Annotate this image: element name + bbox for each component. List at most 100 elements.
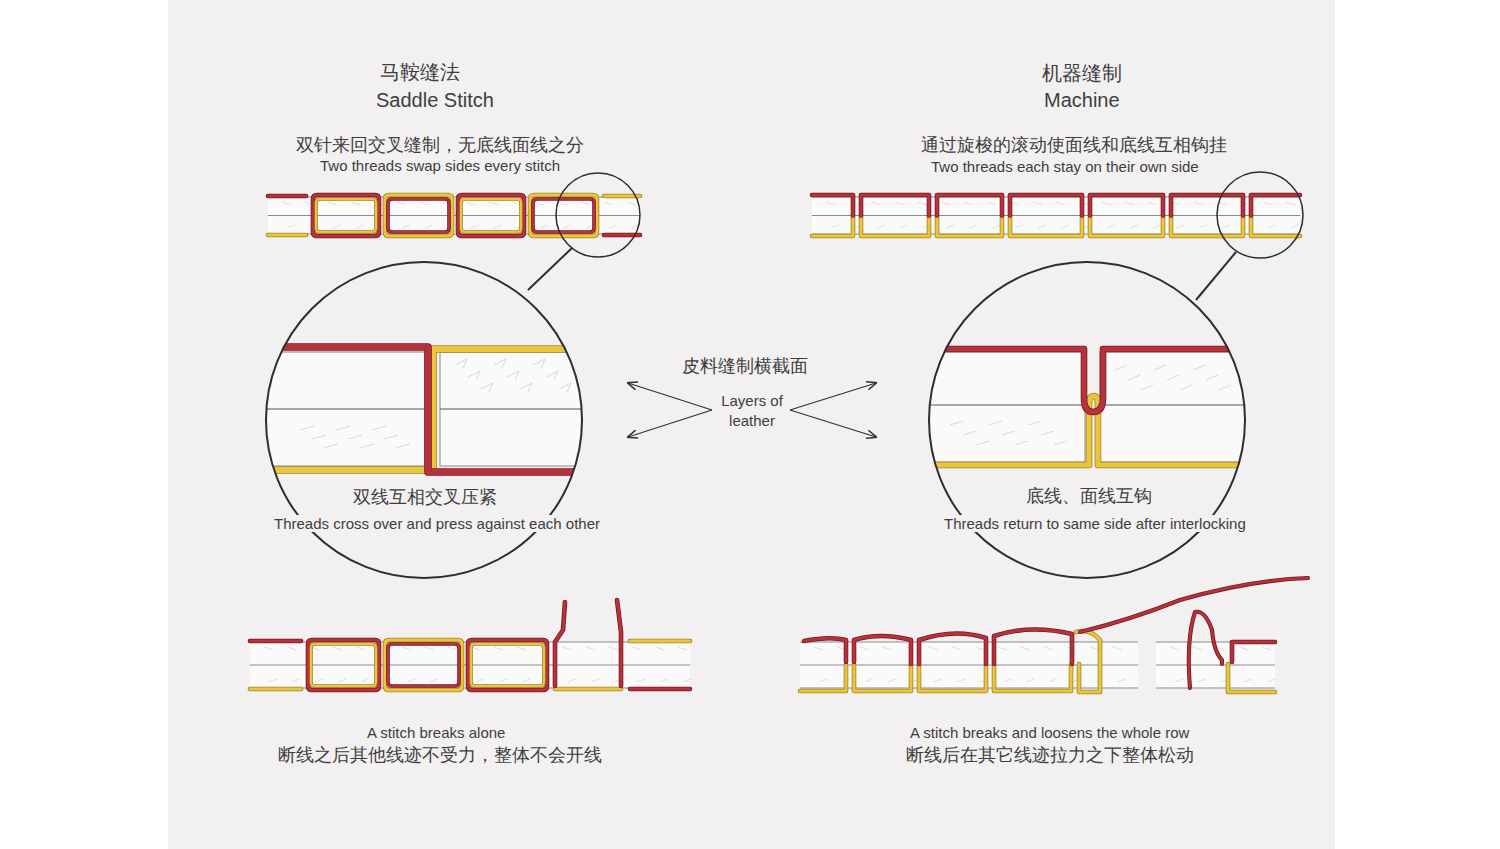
leather-grain bbox=[494, 225, 502, 228]
thread-outline bbox=[1228, 664, 1275, 692]
leather-grain bbox=[471, 225, 479, 228]
leather-grain bbox=[481, 383, 493, 392]
leather-edge bbox=[812, 215, 1300, 216]
leather-grain bbox=[407, 679, 415, 682]
leather-grain bbox=[540, 225, 548, 228]
thread-outline bbox=[468, 640, 547, 690]
leather-grain bbox=[976, 441, 989, 445]
leather-strips bbox=[250, 195, 1308, 692]
leather-grain bbox=[384, 435, 398, 439]
thread bbox=[458, 195, 524, 236]
thread bbox=[800, 665, 846, 691]
leather-grain bbox=[1286, 202, 1295, 205]
pointer-arrow bbox=[790, 383, 876, 410]
leather-grain bbox=[568, 679, 576, 682]
leather-block bbox=[1100, 352, 1250, 462]
leather-grain bbox=[468, 371, 480, 380]
leather-grain bbox=[1193, 365, 1205, 370]
leather-grain bbox=[1268, 225, 1276, 228]
leather-grain bbox=[425, 225, 433, 228]
leather-grain bbox=[1118, 679, 1126, 682]
thread-outline bbox=[1076, 631, 1100, 692]
thread bbox=[385, 195, 452, 236]
thread-outline bbox=[1232, 642, 1275, 662]
leather-grain bbox=[865, 679, 873, 682]
note-en: A stitch breaks and loosens the whole ro… bbox=[906, 724, 1193, 741]
leather-grain bbox=[558, 202, 567, 205]
leather-grain bbox=[929, 647, 938, 650]
thread bbox=[1251, 195, 1300, 216]
leather-grain bbox=[581, 202, 590, 205]
leather-grain bbox=[282, 202, 291, 205]
thread-outline bbox=[994, 629, 1072, 664]
leather-grain bbox=[1044, 647, 1053, 650]
thread-outline bbox=[268, 233, 306, 238]
leather-grain bbox=[998, 647, 1007, 650]
leather-grain bbox=[1015, 441, 1028, 445]
thread-outline bbox=[1171, 216, 1243, 237]
leather-grain bbox=[1015, 225, 1023, 228]
leather-grain bbox=[1056, 202, 1065, 205]
leather-block bbox=[440, 352, 590, 466]
leather-grain bbox=[604, 202, 613, 205]
leather-grain bbox=[1167, 375, 1179, 380]
leather-grain bbox=[987, 202, 996, 205]
center-label-en: Layers of leather bbox=[716, 391, 788, 432]
leather-grain bbox=[356, 647, 365, 650]
leather-grain bbox=[963, 431, 976, 435]
subtitle-zh: 通过旋梭的滚动使面线和底线互相钩挂 bbox=[917, 135, 1231, 156]
leather-grain bbox=[660, 679, 668, 682]
leather-grain bbox=[877, 225, 885, 228]
leather-grain bbox=[499, 679, 507, 682]
leather-grain bbox=[586, 647, 595, 650]
leather-grain bbox=[1113, 647, 1122, 650]
leather-grain bbox=[1263, 202, 1272, 205]
leather-grain bbox=[814, 647, 823, 650]
note-en: A stitch breaks alone bbox=[363, 724, 509, 741]
thread bbox=[468, 640, 547, 690]
leather-grain bbox=[420, 202, 429, 205]
thread bbox=[925, 349, 1250, 412]
leather-grain bbox=[466, 202, 475, 205]
thread-outline bbox=[316, 199, 376, 232]
title-en: Saddle Stitch bbox=[372, 89, 498, 112]
thread bbox=[994, 665, 1071, 691]
leather-grain bbox=[517, 647, 526, 650]
thread-outline bbox=[311, 644, 376, 686]
thread-outline bbox=[1171, 195, 1243, 216]
thread bbox=[630, 688, 690, 691]
leather-grain bbox=[1206, 375, 1218, 380]
thread-outline bbox=[385, 640, 462, 690]
leather-grain bbox=[1262, 647, 1271, 650]
leather-grain bbox=[860, 647, 869, 650]
thread-outline bbox=[471, 644, 544, 686]
leather-edge bbox=[800, 642, 1138, 643]
leather-edge bbox=[1156, 665, 1275, 666]
thread bbox=[1090, 195, 1163, 216]
leather-grain bbox=[591, 679, 599, 682]
leather-grain bbox=[1061, 225, 1069, 228]
title-en: Machine bbox=[1040, 89, 1124, 112]
thread-outline bbox=[1090, 195, 1163, 216]
leather-grain bbox=[1054, 441, 1067, 445]
leather-grain bbox=[338, 679, 346, 682]
leather-grain bbox=[957, 679, 965, 682]
leather bbox=[800, 642, 1138, 688]
leather-grain bbox=[348, 435, 362, 439]
leather-grain bbox=[430, 679, 438, 682]
machine-cross-section bbox=[925, 349, 1250, 465]
thread bbox=[994, 629, 1072, 664]
pointer-arrow bbox=[628, 410, 712, 437]
leather-grain bbox=[563, 647, 572, 650]
leather-grain bbox=[895, 202, 904, 205]
thread-outline bbox=[937, 195, 1002, 216]
leather-grain bbox=[918, 202, 927, 205]
leather-grain bbox=[559, 383, 571, 392]
leather-grain bbox=[361, 679, 369, 682]
leather-grain bbox=[520, 383, 532, 392]
thread-outline bbox=[804, 638, 846, 662]
thread bbox=[555, 602, 565, 686]
leather-grain bbox=[448, 647, 457, 650]
caption-zh: 底线、面线互钩 bbox=[1022, 486, 1156, 507]
thread bbox=[533, 199, 594, 232]
